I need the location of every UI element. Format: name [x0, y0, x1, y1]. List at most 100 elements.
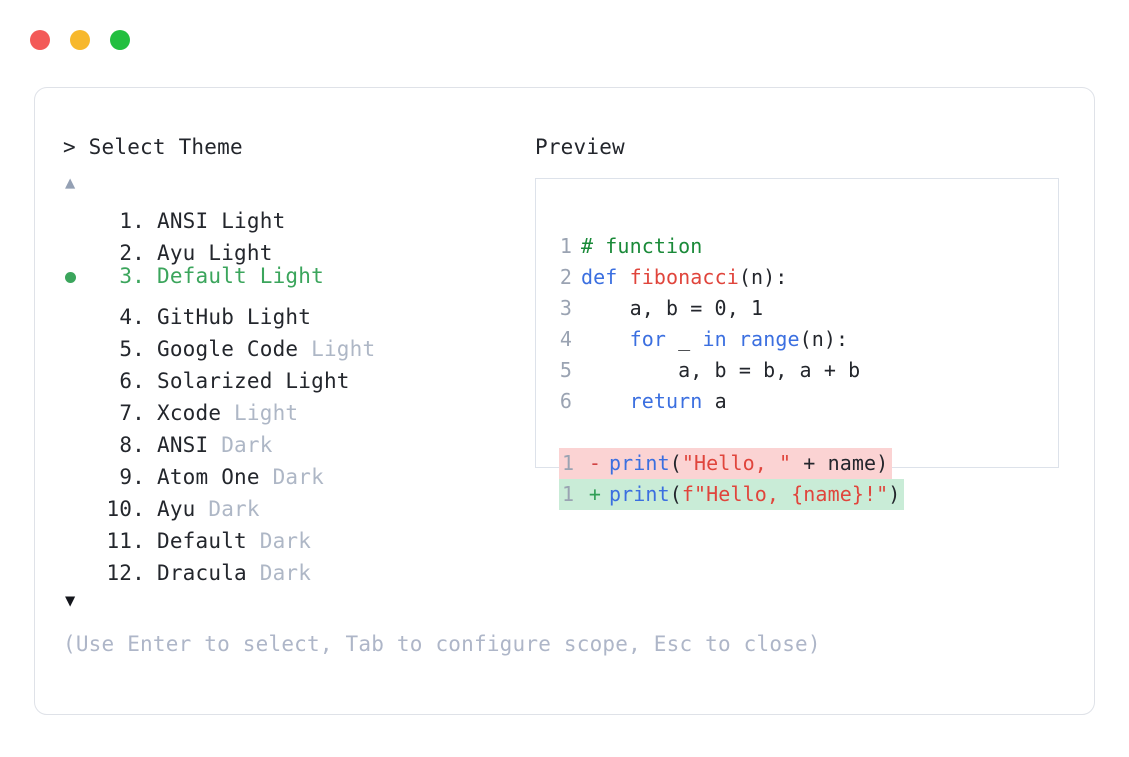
diff-sign: +: [588, 482, 602, 506]
theme-list-item[interactable]: 5.Google Code Light: [63, 324, 533, 361]
selected-bullet-slot: [63, 262, 93, 294]
code-token-keyword: def: [581, 265, 630, 289]
theme-item-variant: Dark: [246, 561, 312, 585]
diff-line-number: 1: [562, 451, 575, 475]
selected-bullet-slot: [63, 516, 93, 548]
code-line: 2 def fibonacci(n):: [537, 262, 1057, 293]
theme-list-item[interactable]: 12.Dracula Dark: [63, 548, 533, 585]
selected-bullet-slot: [63, 292, 93, 324]
maximize-window-button[interactable]: [110, 30, 130, 50]
theme-item-variant: Dark: [259, 465, 324, 489]
code-token-plain: a, b = 0, 1: [581, 296, 764, 320]
selected-bullet-slot: [63, 324, 93, 356]
code-line-number: 6: [559, 389, 572, 413]
scroll-down-indicator-icon[interactable]: ▼: [65, 591, 76, 611]
code-token-builtin: print: [609, 451, 670, 475]
selected-bullet-slot: [63, 484, 93, 516]
code-blank-line: [537, 417, 1057, 448]
theme-list-item[interactable]: 10.Ayu Dark: [63, 484, 533, 521]
code-line-content: a, b = 0, 1: [581, 293, 763, 324]
code-line-content: def fibonacci(n):: [581, 262, 787, 293]
code-token-keyword: in: [702, 327, 727, 351]
code-token-plain: (: [669, 451, 682, 475]
theme-item-name: Xcode: [157, 401, 222, 425]
code-token-plain: (n):: [799, 327, 849, 351]
code-token-plain: a, b = b, a + b: [581, 358, 861, 382]
theme-item-number: 6.: [119, 369, 145, 393]
diff-line-content: print("Hello, " + name): [609, 448, 892, 479]
selected-bullet-slot: [63, 420, 93, 452]
code-token-plain: (n):: [738, 265, 788, 289]
theme-list-item[interactable]: 6. Solarized Light: [63, 356, 533, 393]
code-token-plain: [727, 327, 739, 351]
code-line-number: 3: [559, 296, 572, 320]
theme-list-item[interactable]: 9. Atom One Dark: [63, 452, 533, 489]
scroll-up-indicator-icon[interactable]: ▲: [65, 173, 76, 193]
code-token-keyword: return: [629, 389, 703, 413]
code-token-plain: _: [666, 327, 703, 351]
theme-item-name: Default: [157, 529, 247, 553]
theme-item-name: Ayu Light: [157, 241, 273, 265]
theme-item-number: 4.: [119, 305, 145, 329]
selected-bullet-slot: [63, 452, 93, 484]
theme-list-item[interactable]: 8.ANSI Dark: [63, 420, 533, 457]
code-token-func: fibonacci: [629, 265, 739, 289]
code-token-builtin: print: [609, 482, 670, 506]
diff-line-deletion: 1-print("Hello, " + name): [559, 448, 893, 479]
theme-list-item[interactable]: 3. Default Light: [63, 260, 533, 292]
code-line-number: 4: [559, 327, 572, 351]
code-line: 3 a, b = 0, 1: [537, 293, 1057, 324]
theme-item-variant: Dark: [208, 433, 273, 457]
theme-list-item[interactable]: 1. ANSI Light: [63, 196, 533, 233]
theme-item-name: Dracula: [157, 561, 247, 585]
code-line-number: 1: [559, 234, 572, 258]
code-token-plain: a: [702, 389, 727, 413]
theme-item-name: Ayu: [157, 497, 196, 521]
selected-bullet-slot: [63, 356, 93, 388]
theme-item-name: Solarized Light: [157, 369, 350, 393]
code-token-plain: [581, 327, 630, 351]
code-token-comment: # function: [581, 234, 703, 258]
theme-item-number: 1.: [119, 209, 145, 233]
theme-list-item[interactable]: 7.Xcode Light: [63, 388, 533, 425]
code-token-plain: [581, 389, 630, 413]
theme-item-number: 10.: [106, 497, 145, 521]
close-window-button[interactable]: [30, 30, 50, 50]
theme-item-variant: Light: [298, 337, 376, 361]
window-traffic-lights: [30, 30, 130, 50]
keyboard-hint-text: (Use Enter to select, Tab to configure s…: [63, 632, 821, 656]
code-line-number: 2: [559, 265, 572, 289]
theme-item-variant: Light: [221, 401, 299, 425]
theme-item-name: Default Light: [157, 264, 324, 288]
theme-item-name: Atom One: [157, 465, 260, 489]
diff-line-number: 1: [562, 482, 575, 506]
code-line-content: # function: [581, 231, 702, 262]
theme-item-number: 11.: [106, 529, 145, 553]
theme-item-name: ANSI: [157, 433, 209, 457]
theme-item-name: ANSI Light: [157, 209, 286, 233]
preview-label: Preview: [535, 135, 625, 159]
code-token-plain: ): [888, 482, 901, 506]
theme-list-item[interactable]: 11. Default Dark: [63, 516, 533, 553]
select-theme-prompt: > Select Theme: [63, 135, 243, 159]
code-line: 1 # function: [537, 231, 1057, 262]
selected-bullet-slot: [63, 228, 93, 260]
code-line: 5 a, b = b, a + b: [537, 355, 1057, 386]
theme-item-number: 3.: [119, 264, 145, 288]
minimize-window-button[interactable]: [70, 30, 90, 50]
theme-list-item[interactable]: 4. GitHub Light: [63, 292, 533, 329]
theme-item-number: 5.: [119, 337, 145, 361]
code-token-keyword: for: [629, 327, 667, 351]
code-line: 6 return a: [537, 386, 1057, 417]
code-token-builtin: range: [738, 327, 800, 351]
theme-item-variant: Dark: [246, 529, 312, 553]
theme-list-item[interactable]: 2.Ayu Light: [63, 228, 533, 265]
theme-item-name: GitHub Light: [157, 305, 312, 329]
theme-item-number: 9.: [119, 465, 145, 489]
